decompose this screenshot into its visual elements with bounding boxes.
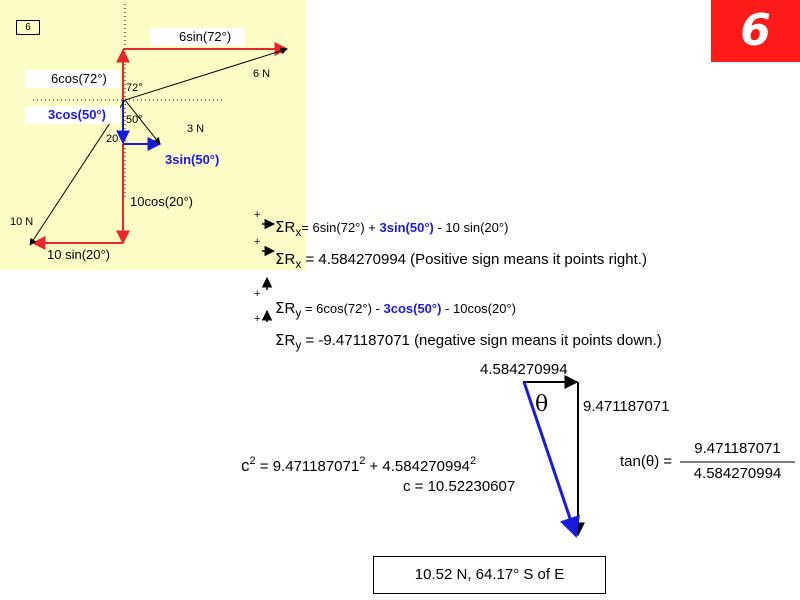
rx1-part-b: 3sin(50°): [379, 220, 434, 235]
rx-equation-1: ΣRx= 6sin(72°) + 3sin(50°) - 10 sin(20°): [275, 218, 509, 239]
slide-badge-number: 6: [740, 5, 771, 56]
rx-plus-1: +: [254, 209, 261, 221]
3N-vector: [124, 99, 161, 145]
label-10sin20: 10 sin(20°): [47, 247, 111, 262]
rx1-part-a: = 6sin(72°) +: [301, 220, 380, 235]
label-6cos72: 6cos(72°): [51, 71, 107, 86]
ry-equation-1: ΣRy = 6cos(72°) - 3cos(50°) - 10cos(20°): [275, 299, 516, 320]
mid2-exponent: 2: [470, 455, 477, 467]
ry-plus-2: +: [254, 313, 261, 325]
r-symbol: R: [284, 300, 296, 317]
c-value: c = 10.52230607: [403, 478, 516, 495]
ry1-part-b: 3cos(50°): [383, 301, 442, 316]
y-subscript: y: [295, 338, 302, 352]
label-6sin72: 6sin(72°): [179, 29, 232, 44]
sigma-symbol: Σ: [275, 331, 285, 349]
triangle-right-label: 9.471187071: [583, 398, 670, 415]
ry1-part-c: - 10cos(20°): [441, 301, 516, 316]
c-exponent: 2: [249, 455, 256, 467]
label-bg-6sin72: [150, 28, 245, 46]
sigma-symbol: Σ: [275, 218, 285, 236]
10N-vector: [29, 99, 126, 246]
ry1-part-a: = 6cos(72°) -: [301, 301, 384, 316]
x-subscript: x: [295, 225, 302, 239]
rx2-text: = 4.584270994 (Positive sign means it po…: [301, 251, 647, 268]
r-symbol: R: [284, 251, 296, 268]
r-symbol: R: [284, 332, 296, 349]
theta-symbol: θ: [535, 392, 549, 417]
tan-denominator: 4.584270994: [693, 465, 782, 482]
answer-box: 10.52 N, 64.17° S of E: [373, 556, 606, 594]
label-50-deg: 50°: [126, 114, 143, 126]
c-symbol: c: [241, 456, 250, 475]
rx-plus-2: +: [254, 236, 261, 248]
label-bg-3cos50: [25, 106, 120, 124]
triangle-hypotenuse-arrow: [522, 381, 580, 538]
triangle-top-label: 4.584270994: [480, 361, 568, 378]
x-subscript: x: [295, 257, 302, 271]
label-20: 20: [106, 133, 119, 145]
ry2-text: = -9.471187071 (negative sign means it p…: [301, 332, 662, 349]
label-3cos50: 3cos(50°): [48, 107, 106, 122]
y-subscript: y: [295, 306, 302, 320]
r-symbol: R: [284, 219, 296, 236]
6N-vector: [124, 47, 288, 101]
slide-badge: 6: [711, 0, 800, 62]
pythag-mid2: + 4.584270994: [365, 458, 471, 475]
sigma-symbol: Σ: [275, 250, 285, 268]
tan-lhs: tan(θ) =: [620, 453, 673, 470]
rx-equation-2: ΣRx = 4.584270994 (Positive sign means i…: [275, 250, 647, 271]
label-3sin50: 3sin(50°): [165, 152, 220, 167]
label-3N: 3 N: [187, 123, 205, 135]
label-72-deg: 72°: [126, 82, 143, 94]
label-bg-6cos72: [25, 70, 120, 88]
pythag-mid: = 9.471187071: [255, 458, 360, 475]
sigma-symbol: Σ: [275, 299, 285, 317]
mid-exponent: 2: [359, 455, 366, 467]
label-10N: 10 N: [10, 216, 34, 228]
label-10cos20: 10cos(20°): [130, 194, 194, 209]
ry-equation-2: ΣRy = -9.471187071 (negative sign means …: [275, 331, 662, 352]
slide-number-box: 6: [16, 20, 40, 35]
rx1-part-c: - 10 sin(20°): [433, 220, 509, 235]
ry-plus-1: +: [254, 288, 261, 300]
tan-numerator: 9.471187071: [694, 440, 781, 457]
label-6N: 6 N: [253, 68, 271, 80]
pythag-equation: c2 = 9.4711870712 + 4.5842709942: [241, 455, 477, 476]
